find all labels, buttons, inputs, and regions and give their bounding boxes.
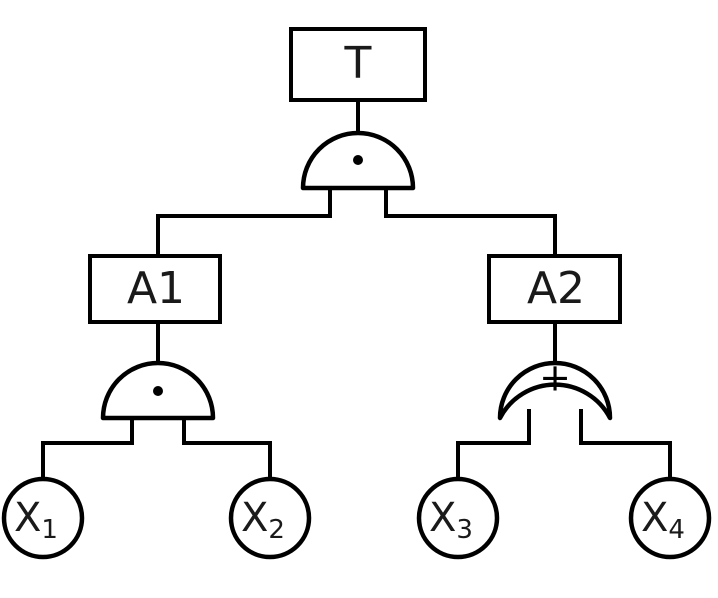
- x3-label: X3: [429, 495, 473, 545]
- connector-top-gate-to-a1: [156, 188, 332, 256]
- right-or-gate[interactable]: +: [497, 356, 613, 421]
- plus-symbol-icon: +: [539, 356, 571, 400]
- top-event-node[interactable]: T: [289, 27, 427, 102]
- x4-circle[interactable]: [628, 476, 712, 560]
- connector-left-gate-to-x1: [41, 418, 134, 480]
- x2-label: X2: [241, 495, 285, 545]
- a2-box[interactable]: [487, 254, 622, 324]
- a2-label: A2: [527, 263, 585, 314]
- right-or-gate-shape[interactable]: [497, 360, 613, 421]
- x1-label: X1: [14, 495, 58, 545]
- basic-event-x3[interactable]: X3: [416, 476, 500, 560]
- x3-base: X: [429, 495, 456, 541]
- intermediate-right-node[interactable]: A2: [487, 254, 622, 324]
- x4-label: X4: [641, 495, 685, 545]
- basic-event-x1[interactable]: X1: [1, 476, 85, 560]
- x4-subscript: 4: [668, 515, 685, 545]
- connector-top-gate-to-a2: [384, 188, 557, 256]
- intermediate-left-node[interactable]: A1: [88, 254, 222, 324]
- connector-right-gate-to-x4: [579, 409, 672, 480]
- left-and-gate[interactable]: [100, 360, 216, 421]
- connector-right-gate-to-x3: [456, 409, 531, 480]
- x1-circle[interactable]: [1, 476, 85, 560]
- x1-subscript: 1: [41, 515, 58, 545]
- dot-symbol-icon: [353, 155, 363, 165]
- x1-base: X: [14, 495, 41, 541]
- basic-event-x4[interactable]: X4: [628, 476, 712, 560]
- x4-base: X: [641, 495, 668, 541]
- connector-left-gate-to-x2: [182, 418, 272, 480]
- x3-subscript: 3: [456, 515, 473, 545]
- x3-circle[interactable]: [416, 476, 500, 560]
- top-event-box[interactable]: [289, 27, 427, 102]
- x2-circle[interactable]: [228, 476, 312, 560]
- top-and-gate[interactable]: [300, 130, 416, 191]
- a1-label: A1: [127, 263, 185, 314]
- top-event-label: T: [344, 38, 372, 89]
- a1-box[interactable]: [88, 254, 222, 324]
- connector-layer: [41, 100, 672, 480]
- dot-symbol-icon: [153, 386, 163, 396]
- basic-event-x2[interactable]: X2: [228, 476, 312, 560]
- x2-subscript: 2: [268, 515, 285, 545]
- x2-base: X: [241, 495, 268, 541]
